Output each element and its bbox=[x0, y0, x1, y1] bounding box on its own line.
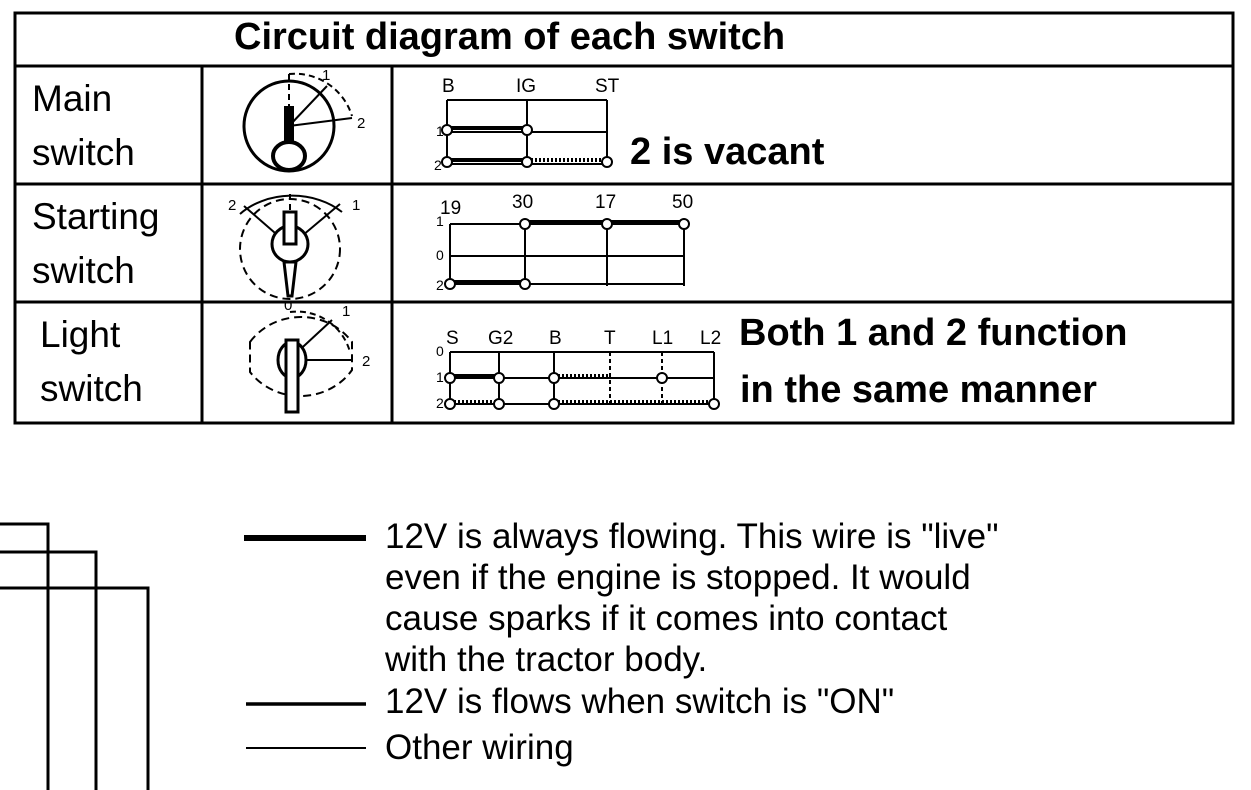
terminal-label: ST bbox=[595, 76, 620, 97]
light-switch-node bbox=[493, 398, 505, 410]
main-switch-label-line2: switch bbox=[32, 132, 135, 173]
starting-switch-node bbox=[444, 278, 456, 290]
light-switch-node bbox=[548, 372, 560, 384]
position-label: 2 bbox=[436, 277, 444, 293]
light-switch-label-line2: switch bbox=[40, 368, 143, 409]
main-switch-note: 2 is vacant bbox=[630, 131, 825, 173]
terminal-label: G2 bbox=[488, 328, 513, 349]
position-label: 1 bbox=[436, 123, 444, 139]
starting-switch-node bbox=[519, 218, 531, 230]
light-switch-node bbox=[656, 372, 668, 384]
terminal-label: L2 bbox=[700, 328, 721, 349]
starting-switch-dial-icon: 2 1 bbox=[228, 194, 360, 300]
terminal-label: 17 bbox=[595, 192, 616, 213]
starting-switch-label-line2: switch bbox=[32, 250, 135, 291]
legend-medium-text: 12V is flows when switch is "ON" bbox=[385, 682, 895, 721]
terminal-label: S bbox=[446, 328, 459, 349]
main-switch-node bbox=[521, 156, 533, 168]
terminal-label: 50 bbox=[672, 192, 693, 213]
position-label: 1 bbox=[436, 213, 444, 229]
main-switch-circuit: B IG ST 1 2 bbox=[434, 76, 620, 173]
legend-line-thin bbox=[246, 747, 366, 749]
light-switch-note-line1: Both 1 and 2 function bbox=[739, 312, 1128, 354]
terminal-label: 19 bbox=[440, 198, 461, 219]
terminal-label: L1 bbox=[652, 328, 673, 349]
light-switch-node bbox=[493, 372, 505, 384]
position-label: 2 bbox=[436, 395, 444, 411]
terminal-label: T bbox=[604, 328, 616, 349]
main-switch-node bbox=[441, 156, 453, 168]
legend-thick-text-3: cause sparks if it comes into contact bbox=[385, 599, 948, 638]
svg-text:1: 1 bbox=[352, 197, 360, 214]
terminal-label: 30 bbox=[512, 192, 533, 213]
position-label: 1 bbox=[436, 369, 444, 385]
light-switch-circuit: S G2 B T L1 L2 0 1 2 bbox=[436, 328, 721, 411]
light-switch-node bbox=[444, 398, 456, 410]
starting-switch-node bbox=[601, 218, 613, 230]
terminal-label: B bbox=[442, 76, 455, 97]
main-switch-node bbox=[601, 156, 613, 168]
svg-text:2: 2 bbox=[228, 197, 236, 214]
svg-text:0: 0 bbox=[284, 302, 292, 314]
main-switch-node bbox=[521, 124, 533, 136]
main-switch-dial-icon: 1 2 bbox=[242, 67, 365, 173]
light-switch-node bbox=[548, 398, 560, 410]
legend-thick-text-2: even if the engine is stopped. It would bbox=[385, 558, 971, 597]
light-switch-dial-icon: 0 1 2 bbox=[249, 302, 370, 414]
terminal-label: B bbox=[549, 328, 562, 349]
light-switch-node bbox=[708, 398, 720, 410]
terminal-label: IG bbox=[516, 76, 536, 97]
wiring-fragment bbox=[0, 522, 150, 790]
legend-thin-text: Other wiring bbox=[385, 728, 574, 767]
legend-thick-text-4: with the tractor body. bbox=[385, 640, 708, 679]
svg-text:1: 1 bbox=[322, 67, 330, 84]
light-switch-label-line1: Light bbox=[40, 314, 121, 355]
position-label: 0 bbox=[436, 247, 444, 263]
switch-table-frame bbox=[13, 11, 1235, 425]
light-switch-note-line2: in the same manner bbox=[740, 369, 1097, 411]
starting-switch-node bbox=[519, 278, 531, 290]
svg-text:2: 2 bbox=[362, 353, 370, 370]
svg-text:2: 2 bbox=[357, 115, 365, 132]
legend-line-medium bbox=[246, 702, 366, 706]
main-switch-label-line1: Main bbox=[32, 78, 113, 119]
light-switch-node bbox=[444, 372, 456, 384]
svg-text:1: 1 bbox=[342, 303, 350, 320]
starting-switch-label-line1: Starting bbox=[32, 196, 160, 237]
legend-line-thick bbox=[244, 535, 366, 541]
main-switch-node bbox=[441, 124, 453, 136]
starting-switch-node bbox=[678, 218, 690, 230]
table-title: Circuit diagram of each switch bbox=[234, 16, 786, 58]
position-label: 2 bbox=[434, 157, 442, 173]
position-label: 0 bbox=[436, 343, 444, 359]
starting-switch-circuit: 19 30 17 50 1 0 2 bbox=[436, 192, 693, 293]
legend-thick-text-1: 12V is always flowing. This wire is "liv… bbox=[385, 517, 999, 556]
